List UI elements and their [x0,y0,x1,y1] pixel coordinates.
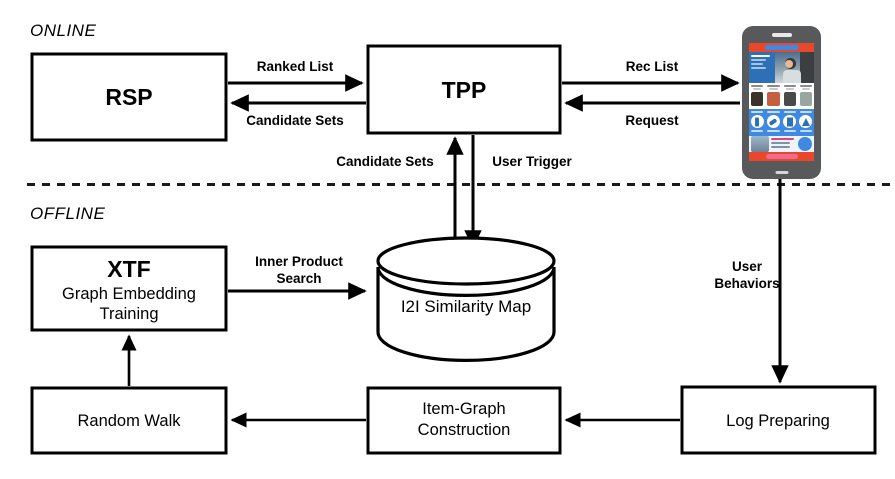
app-top-banner [749,43,814,52]
edge-label-ranked-list: Ranked List [257,59,334,74]
node-random-walk-label: Random Walk [77,412,181,430]
node-item-graph-label-1: Item-Graph [422,400,505,418]
app-hero-banner [749,52,814,83]
app-promo-text [769,138,798,150]
app-promo-image [751,136,769,152]
edge-label-user: User [732,259,763,274]
app-category-item[interactable] [798,111,814,136]
app-hero-text-block [749,52,775,83]
node-log-preparing[interactable] [680,385,877,455]
section-label-offline: OFFLINE [30,204,105,223]
app-bottom-banner [749,152,814,161]
edge-label-rec-list: Rec List [626,59,679,74]
node-log-preparing-label: Log Preparing [726,412,830,430]
node-item-graph-label-2: Construction [418,421,511,439]
edge-label-behaviors: Behaviors [714,276,779,291]
edge-label-candidate-sets-online: Candidate Sets [246,113,344,128]
app-category-row [749,109,814,136]
app-top-banner-pill [764,45,799,50]
node-tpp[interactable] [366,44,562,135]
phone-screen[interactable] [749,43,814,161]
node-tpp-label: TPP [442,77,487,103]
edge-label-candidate-sets-offline: Candidate Sets [336,154,434,169]
node-xtf-subtitle-2: Training [100,305,159,323]
app-product-item[interactable] [749,83,765,109]
app-product-item[interactable] [782,83,798,109]
app-product-row [749,83,814,109]
node-rsp[interactable] [30,52,228,142]
app-hero-product-photo [800,52,814,83]
edge-label-inner-product: Inner Product [255,254,343,269]
node-similarity-map-label: I2I Similarity Map [401,297,531,316]
edge-label-user-trigger: User Trigger [492,154,572,169]
cylinder-top [376,236,556,286]
app-promo-card[interactable] [749,136,814,152]
node-rsp-label: RSP [105,84,152,110]
node-xtf[interactable] [30,245,228,332]
node-item-graph-construction[interactable] [366,386,562,455]
phone-home-button[interactable] [775,171,788,174]
app-promo-badge [798,137,812,151]
node-xtf-label: XTF [107,256,150,282]
phone-speaker-icon [771,33,792,37]
section-label-online: ONLINE [30,21,96,40]
app-product-item[interactable] [765,83,781,109]
app-category-item[interactable] [782,111,798,136]
node-similarity-map[interactable]: I2I Similarity Map [376,236,556,362]
app-product-item[interactable] [798,83,814,109]
node-xtf-subtitle-1: Graph Embedding [62,285,196,303]
edge-label-search: Search [276,271,321,286]
app-category-item[interactable] [749,111,765,136]
app-category-item[interactable] [765,111,781,136]
app-bottom-banner-pill [765,154,798,159]
app-hero-photo [775,52,801,83]
mobile-device[interactable] [742,26,821,179]
node-random-walk[interactable] [30,386,228,455]
edge-label-request: Request [625,113,679,128]
